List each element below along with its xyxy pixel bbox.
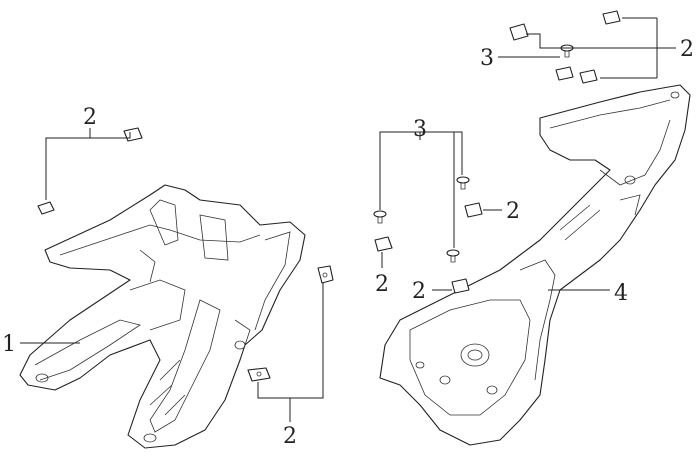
clip-nuts-right <box>374 10 621 294</box>
part-1-rear-frame <box>19 184 306 449</box>
leader-lines <box>20 17 676 422</box>
callout-2: 2 <box>680 37 694 62</box>
callout-1: 1 <box>2 332 16 357</box>
clip-nuts-left <box>37 127 334 382</box>
screws-right <box>373 44 574 263</box>
callout-3: 3 <box>413 117 427 142</box>
callout-3: 3 <box>480 46 494 71</box>
callout-2: 2 <box>506 199 520 224</box>
callout-2: 2 <box>412 279 426 304</box>
callout-2: 2 <box>283 424 297 449</box>
callout-2: 2 <box>375 272 389 297</box>
part-4-rear-bracket <box>379 84 691 446</box>
callout-4: 4 <box>614 281 628 306</box>
callout-2: 2 <box>83 105 97 130</box>
